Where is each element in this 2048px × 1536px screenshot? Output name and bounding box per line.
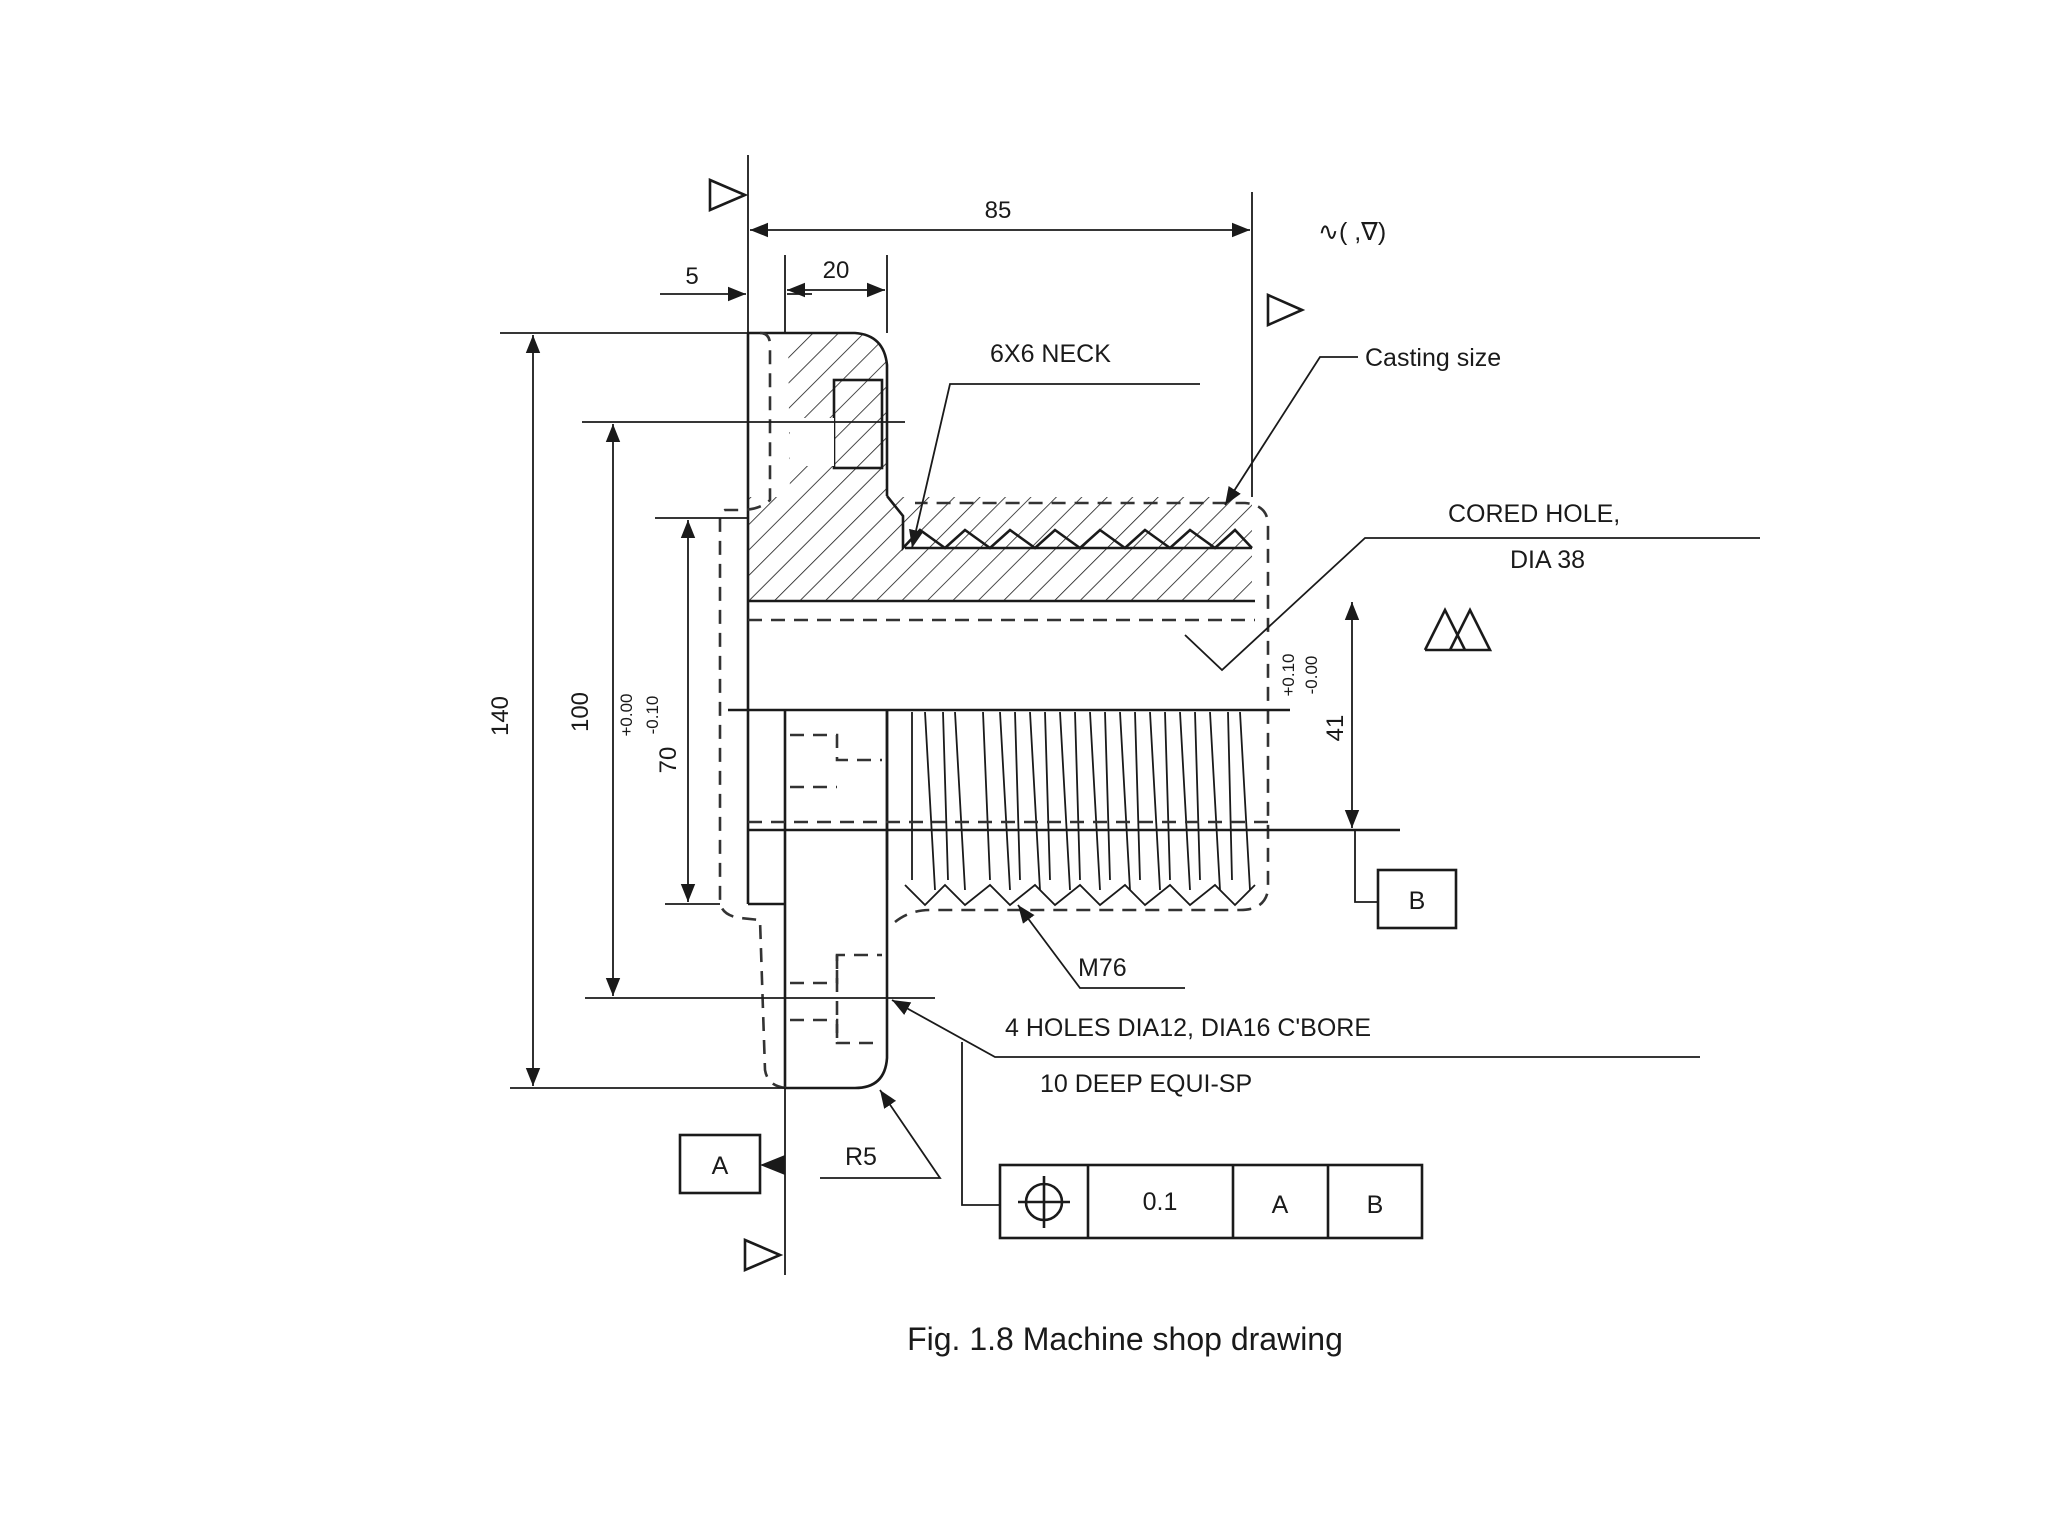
fcf-datum-2: B	[1367, 1191, 1384, 1219]
casting-outline	[718, 331, 1270, 1090]
note-neck: 6X6 NECK	[990, 340, 1111, 368]
fcf-datum-1: A	[1272, 1191, 1289, 1219]
dim-5: 5	[685, 263, 698, 290]
dim-41: 41	[1322, 715, 1349, 742]
finish-triangle-icon-bottom	[743, 1238, 784, 1272]
feature-control-frame: 0.1 A B	[998, 1163, 1424, 1240]
note-casting-size: Casting size	[1365, 344, 1501, 372]
finish-triangle-icon-top	[708, 178, 749, 212]
fcf-tolerance: 0.1	[1143, 1188, 1178, 1216]
dim-70-tol-lower: -0.10	[643, 696, 662, 735]
position-icon	[1018, 1176, 1070, 1228]
dim-41-tol-upper: +0.10	[1279, 653, 1298, 696]
notes: 6X6 NECK Casting size CORED HOLE, DIA 38…	[820, 218, 1760, 1206]
datum-a-label: A	[712, 1152, 729, 1180]
thread-lower	[904, 711, 1256, 907]
datum-b-label: B	[1409, 887, 1426, 915]
dim-41-tol-lower: -0.00	[1302, 656, 1321, 695]
figure-caption: Fig. 1.8 Machine shop drawing	[907, 1321, 1343, 1357]
dimensions: 85 20 5 140 100 70 +0.00 -0.10 41 +0.10 …	[487, 155, 1360, 1089]
note-fillet: R5	[845, 1143, 877, 1171]
dim-70: 70	[655, 747, 682, 774]
part-outline	[718, 331, 1400, 1090]
note-surface-finish: ∿( ,∇)	[1318, 218, 1386, 246]
dim-100: 100	[567, 692, 594, 732]
note-cored-hole-1: CORED HOLE,	[1448, 500, 1620, 528]
surface-finish-symbols	[708, 178, 1493, 1275]
dim-140: 140	[487, 696, 514, 736]
counterbore-lower	[790, 733, 882, 1045]
datum-b: B	[1354, 830, 1458, 930]
dim-20: 20	[823, 257, 850, 284]
dim-85: 85	[985, 197, 1012, 224]
note-holes-2: 10 DEEP EQUI-SP	[1040, 1070, 1252, 1098]
finish-double-triangle-icon	[1423, 607, 1493, 652]
dim-70-tol-upper: +0.00	[617, 693, 636, 736]
note-cored-hole-2: DIA 38	[1510, 546, 1585, 574]
datum-a: A	[678, 1133, 785, 1195]
finish-triangle-icon-right	[1266, 293, 1306, 327]
note-holes-1: 4 HOLES DIA12, DIA16 C'BORE	[1005, 1014, 1371, 1042]
note-thread: M76	[1078, 954, 1127, 982]
